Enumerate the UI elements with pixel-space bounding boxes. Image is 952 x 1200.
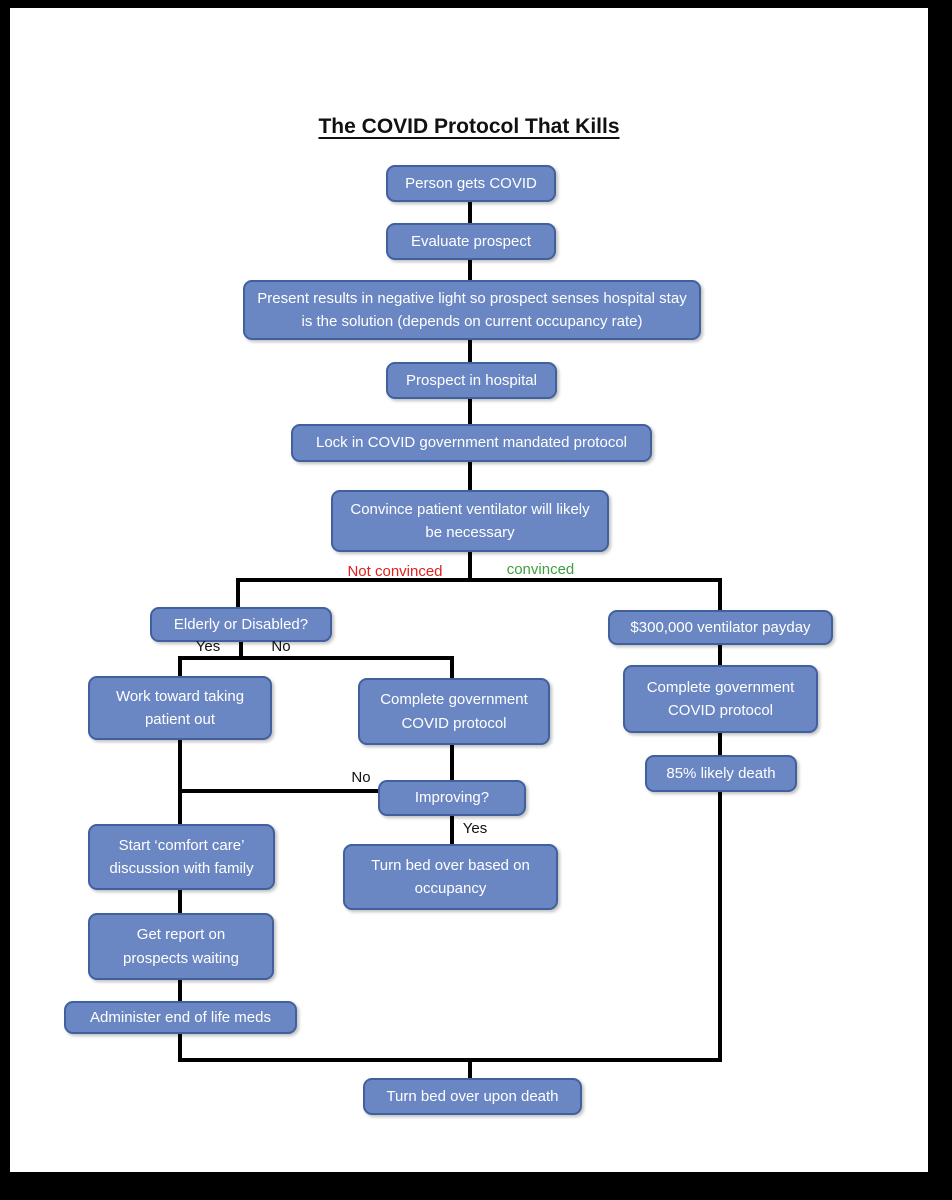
connector-line xyxy=(468,338,472,364)
connector-line xyxy=(468,200,472,225)
edge-label-improving-yes: Yes xyxy=(462,820,488,837)
node-85-percent-likely-death: 85% likely death xyxy=(645,755,797,792)
connector-line xyxy=(718,731,722,757)
branch-line xyxy=(236,578,722,582)
node-ventilator-payday: $300,000 ventilator payday xyxy=(608,610,833,645)
node-turn-bed-over-upon-death: Turn bed over upon death xyxy=(363,1078,582,1115)
connector-line xyxy=(178,656,182,678)
connector-line xyxy=(178,888,182,915)
node-prospect-in-hospital: Prospect in hospital xyxy=(386,362,557,399)
node-person-gets-covid: Person gets COVID xyxy=(386,165,556,202)
edge-label-convinced: convinced xyxy=(506,561,575,578)
edge-label-elderly-yes: Yes xyxy=(195,638,221,655)
node-complete-government-covid-protocol-mid: Complete government COVID protocol xyxy=(358,678,550,745)
node-turn-bed-over-occupancy: Turn bed over based on occupancy xyxy=(343,844,558,910)
node-present-results: Present results in negative light so pro… xyxy=(243,280,701,340)
branch-line xyxy=(178,1058,722,1062)
node-work-toward-taking-patient-out: Work toward taking patient out xyxy=(88,676,272,740)
connector-line xyxy=(178,738,182,826)
branch-line xyxy=(178,656,454,660)
connector-line xyxy=(450,814,454,846)
connector-line xyxy=(468,460,472,492)
connector-line xyxy=(468,397,472,426)
connector-line xyxy=(718,578,722,612)
node-elderly-or-disabled: Elderly or Disabled? xyxy=(150,607,332,642)
connector-line xyxy=(236,578,240,609)
branch-line xyxy=(178,789,378,793)
node-comfort-care-discussion: Start ‘comfort care’ discussion with fam… xyxy=(88,824,275,890)
node-lock-in-protocol: Lock in COVID government mandated protoc… xyxy=(291,424,652,462)
edge-label-not-convinced: Not convinced xyxy=(347,563,443,580)
edge-label-elderly-no: No xyxy=(271,638,291,655)
connector-line xyxy=(178,978,182,1003)
node-get-report-prospects-waiting: Get report on prospects waiting xyxy=(88,913,274,980)
connector-line xyxy=(239,641,243,660)
edge-label-improving-no: No xyxy=(351,769,371,786)
connector-line xyxy=(178,1032,182,1062)
node-complete-government-covid-protocol-right: Complete government COVID protocol xyxy=(623,665,818,733)
node-administer-end-of-life-meds: Administer end of life meds xyxy=(64,1001,297,1034)
node-improving: Improving? xyxy=(378,780,526,816)
connector-line xyxy=(450,656,454,680)
connector-line xyxy=(468,258,472,282)
connector-line xyxy=(468,550,472,582)
connector-line xyxy=(718,643,722,667)
connector-line xyxy=(468,1058,472,1080)
connector-line xyxy=(718,790,722,1062)
flowchart-title: The COVID Protocol That Kills xyxy=(318,115,620,138)
node-evaluate-prospect: Evaluate prospect xyxy=(386,223,556,260)
connector-line xyxy=(450,743,454,782)
node-convince-ventilator: Convince patient ventilator will likely … xyxy=(331,490,609,552)
